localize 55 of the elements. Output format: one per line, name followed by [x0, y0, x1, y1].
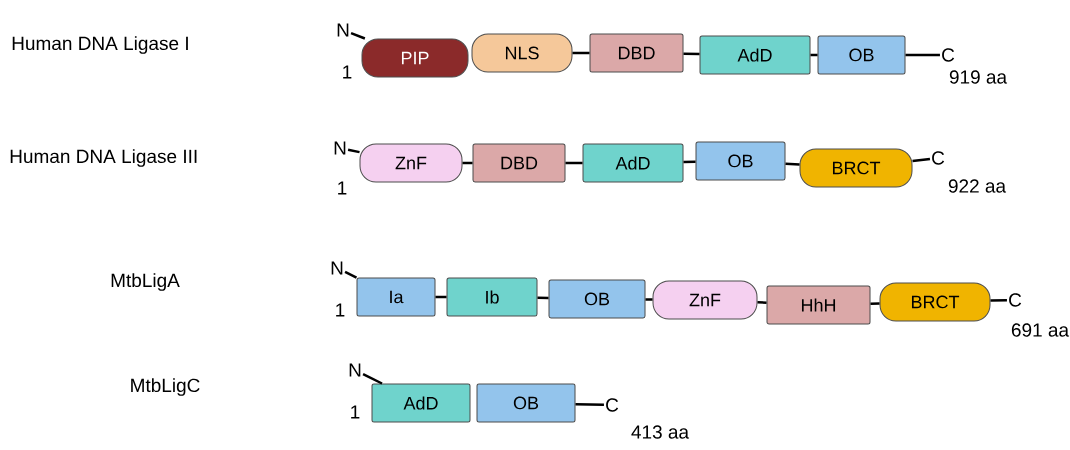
domain-capsule: BRCT	[799, 148, 913, 188]
residue-count: 691 aa	[1011, 323, 1070, 337]
domain-box: OB	[476, 383, 576, 423]
linker-line	[912, 157, 931, 163]
residue-count: 1	[338, 181, 347, 195]
terminus-label: C	[606, 398, 619, 412]
linker-line	[575, 402, 604, 407]
domain-box: AdD	[699, 35, 811, 75]
residue-count: MtbLigC	[131, 378, 200, 396]
linker-line	[362, 372, 383, 385]
terminus-label: C	[932, 151, 945, 165]
linker-line	[572, 51, 590, 55]
linker-line	[683, 160, 696, 164]
domain-box: OB	[817, 35, 906, 75]
domain-box: OB	[548, 279, 646, 319]
linker-line	[462, 161, 473, 165]
terminus-label: N	[331, 261, 343, 275]
domain-box: DBD	[472, 143, 566, 183]
protein-name: Human DNA Ligase I	[12, 36, 188, 54]
linker-line	[757, 301, 767, 304]
linker-line	[344, 270, 358, 279]
terminus-label: N	[337, 23, 349, 37]
linker-line	[347, 148, 360, 154]
linker-line	[810, 53, 818, 57]
domain-box: OB	[695, 141, 786, 181]
domain-capsule: BRCT	[879, 282, 991, 322]
terminus-label: N	[349, 363, 361, 377]
linker-line	[565, 161, 583, 165]
linker-line	[905, 53, 940, 57]
residue-count: 919 aa	[949, 70, 1008, 84]
linker-line	[870, 302, 880, 305]
linker-line	[435, 295, 447, 299]
domain-capsule: ZnF	[359, 143, 463, 183]
terminus-label: N	[334, 141, 346, 155]
linker-line	[645, 298, 653, 301]
domain-box: AdD	[582, 143, 684, 183]
linker-line	[537, 296, 549, 300]
protein-name: Human DNA Ligase III	[10, 149, 197, 167]
domain-box: DBD	[589, 33, 684, 73]
residue-count: 922 aa	[948, 179, 1007, 193]
linker-line	[990, 298, 1007, 302]
terminus-label: C	[942, 48, 955, 62]
domain-capsule: ZnF	[652, 280, 758, 320]
terminus-label: C	[1009, 293, 1022, 307]
domain-box: AdD	[371, 383, 471, 423]
residue-count: 413 aa	[631, 425, 690, 439]
domain-capsule: NLS	[471, 33, 573, 73]
residue-count: MtbLigA	[111, 273, 180, 291]
linker-line	[683, 52, 700, 56]
linker-line	[785, 162, 800, 166]
domain-box: Ib	[446, 277, 538, 317]
domain-box: Ia	[356, 277, 436, 317]
domain-box: HhH	[766, 285, 871, 325]
linker-line	[350, 31, 366, 40]
domain-capsule: PIP	[361, 38, 469, 78]
